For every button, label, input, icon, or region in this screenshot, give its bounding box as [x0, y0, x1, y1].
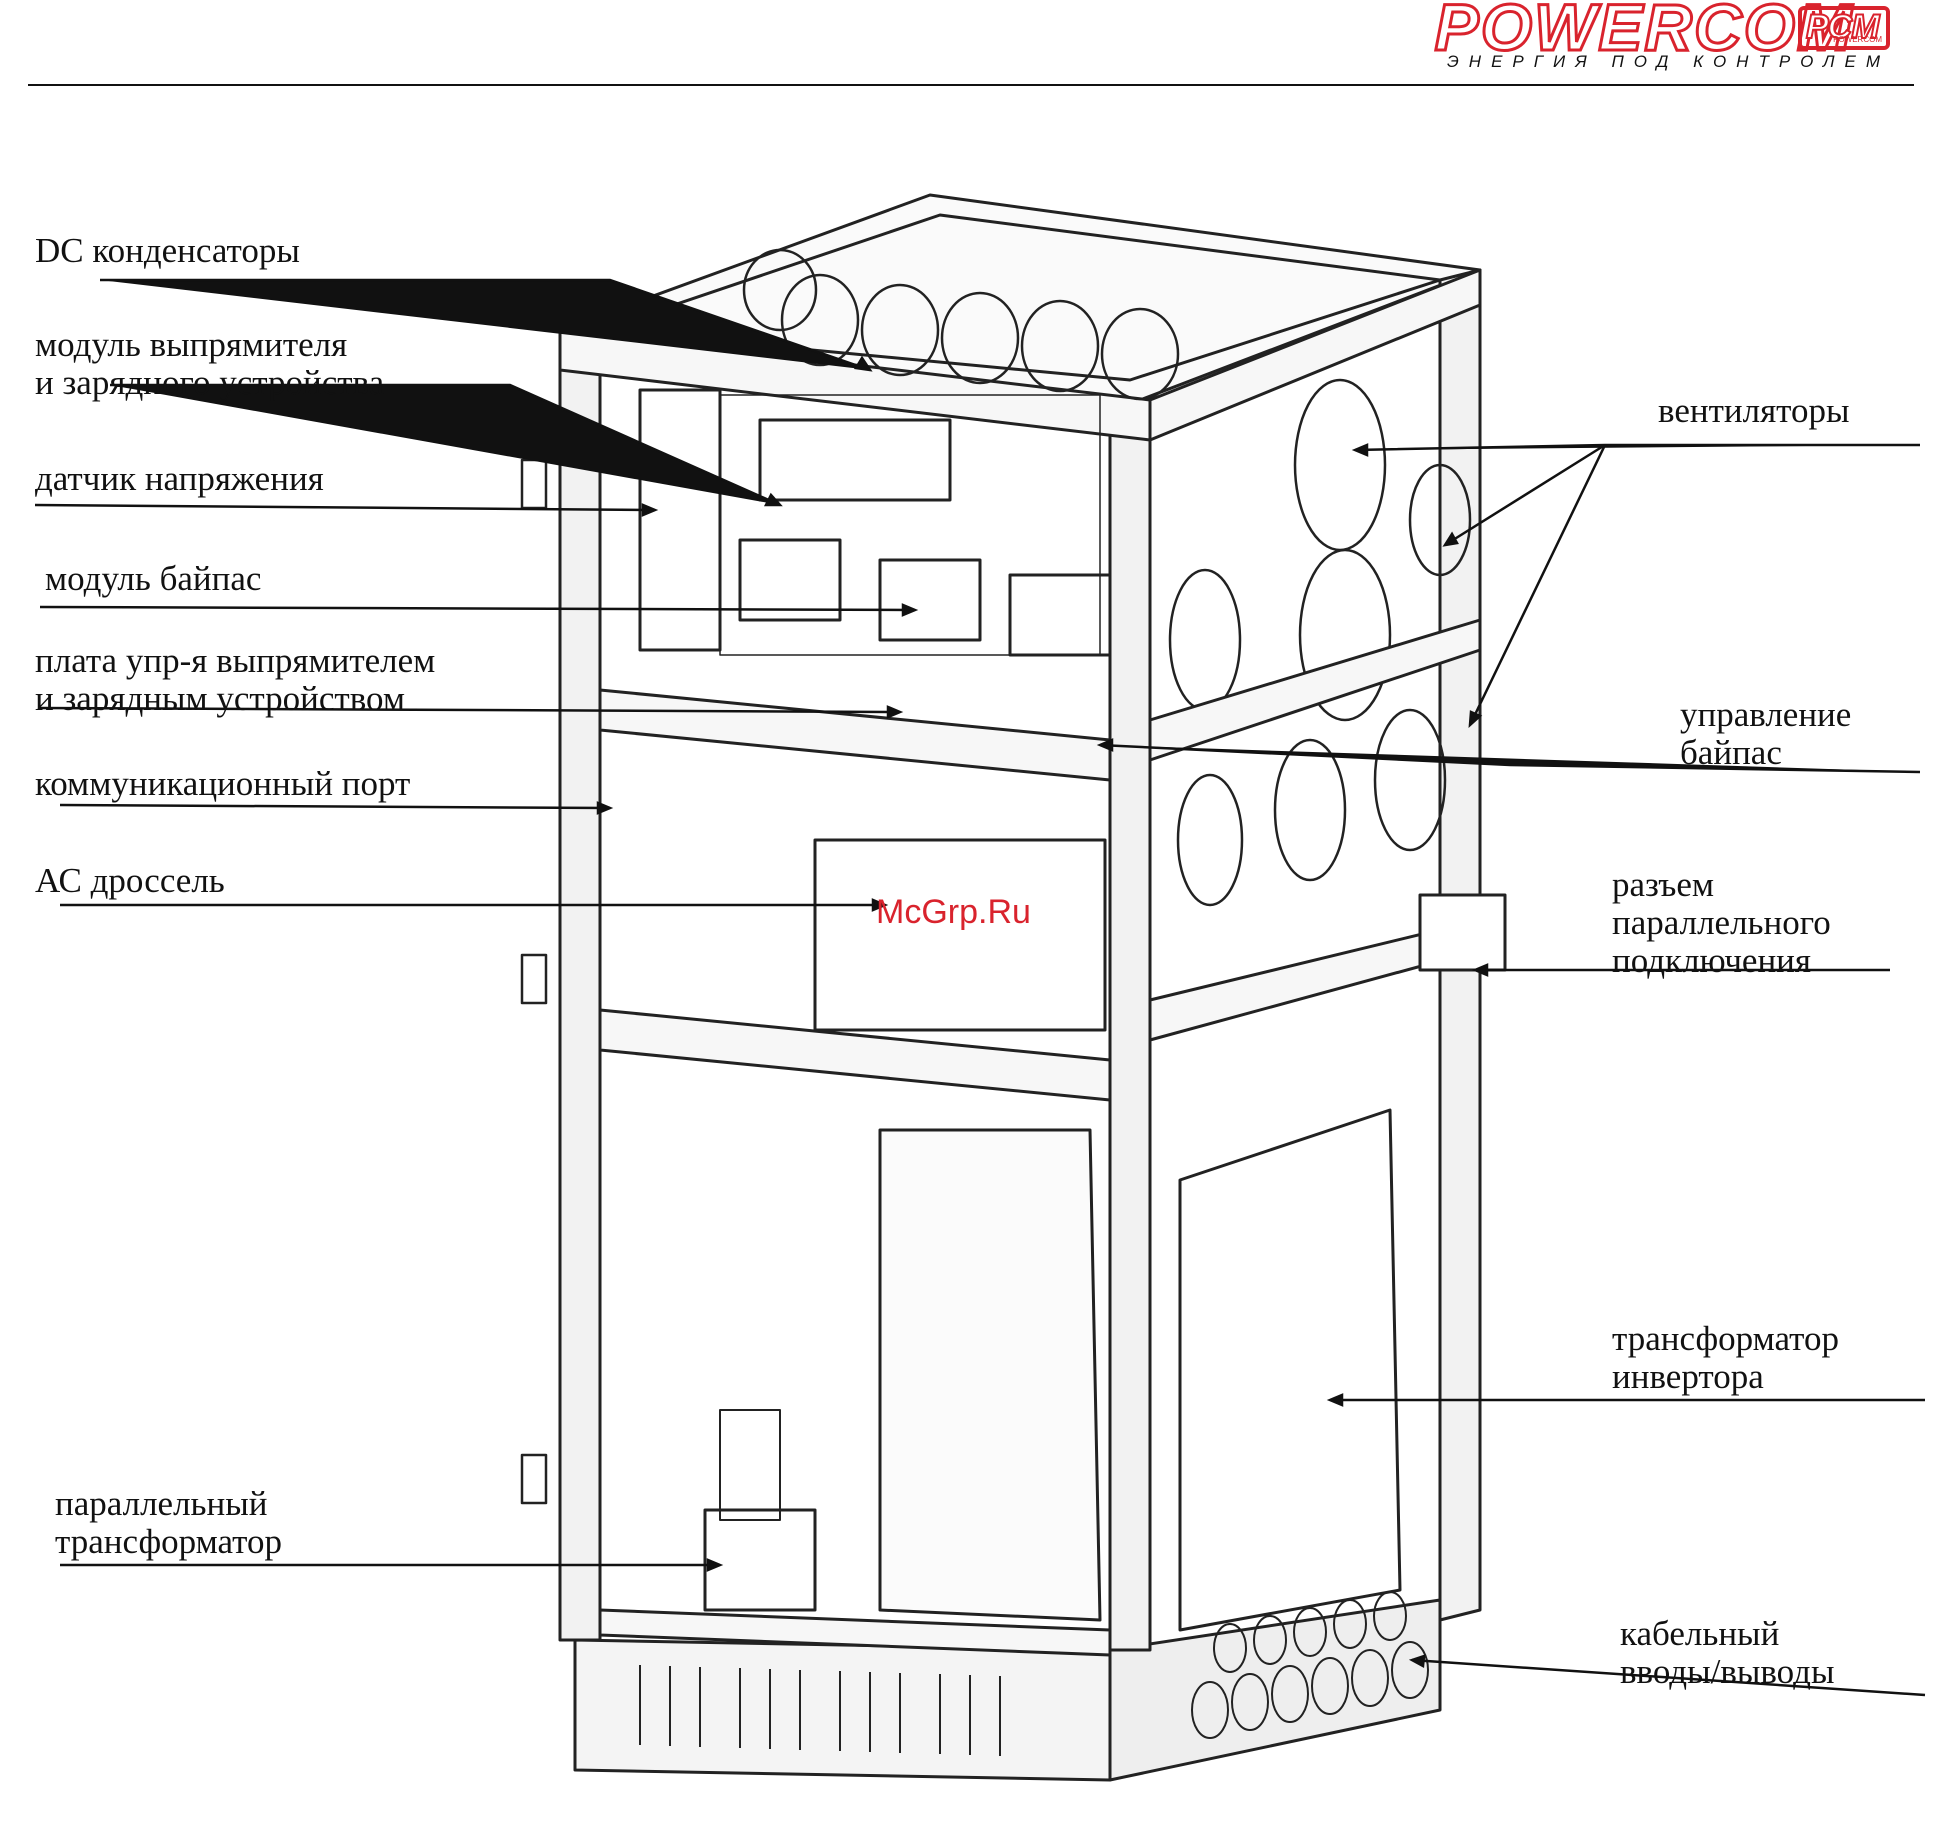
- bypass-contactor-1: [738, 538, 842, 622]
- logo-badge-small: POWERCOM: [1833, 35, 1882, 44]
- logo-badge: PCM POWERCOM: [1798, 6, 1890, 50]
- powercom-logo: POWERCOM PCM POWERCOM ЭНЕРГИЯ ПОД КОНТРО…: [1290, 0, 1890, 78]
- label-bypass-control: управление байпас: [1680, 695, 1852, 772]
- rectifier-module-box: [758, 418, 952, 502]
- bottom-front-rail: [598, 1608, 1112, 1657]
- front-left-post: [558, 328, 602, 1642]
- bypass-contactor-3: [1008, 573, 1112, 657]
- label-control-board: плата упр-я выпрямителем и зарядным устр…: [35, 641, 436, 718]
- leader-lines: [34, 278, 1926, 1697]
- bypass-contactor-2: [878, 558, 982, 642]
- header-rule: [28, 84, 1914, 86]
- dc-capacitor-bank: [742, 248, 1180, 401]
- label-fans: вентиляторы: [1658, 391, 1850, 430]
- inverter-transformer-side: [1178, 1108, 1402, 1632]
- side-fans: [1168, 378, 1472, 907]
- door-hinges: [520, 458, 548, 1505]
- parallel-transformer-box: [703, 1508, 817, 1612]
- base-plinth-side: [1108, 1598, 1442, 1782]
- label-ac-choke: АС дроссель: [35, 861, 225, 900]
- side-rail-upper: [1148, 618, 1482, 762]
- ac-choke-box: [813, 838, 1107, 1032]
- label-cable-io: кабельный вводы/выводы: [1620, 1614, 1835, 1691]
- inverter-transformer-front: [878, 1128, 1102, 1622]
- logo-brand: POWERCOM: [1433, 0, 1854, 64]
- side-top-rail: [1148, 268, 1482, 442]
- logo-tagline: ЭНЕРГИЯ ПОД КОНТРОЛЕМ: [1447, 52, 1890, 71]
- base-vents: [639, 1665, 1001, 1756]
- label-bypass-module: модуль байпас: [45, 559, 262, 598]
- label-parallel-transformer: параллельный трансформатор: [55, 1484, 282, 1561]
- parallel-connector-box: [1418, 893, 1507, 972]
- voltage-sensor-panel: [638, 388, 722, 652]
- label-parallel-connector: разъем параллельного подключения: [1612, 865, 1831, 980]
- label-voltage-sensor: датчик напряжения: [35, 459, 324, 498]
- mesh-panel: [719, 394, 1101, 656]
- upper-shelf: [598, 688, 1112, 782]
- logo-badge-text: PCM: [1805, 7, 1881, 47]
- label-dc-capacitors: DC конденсаторы: [35, 231, 300, 270]
- watermark: McGrp.Ru: [876, 893, 1031, 931]
- label-inverter-transformer: трансформатор инвертора: [1612, 1319, 1839, 1396]
- base-plinth-front: [573, 1638, 1112, 1782]
- label-comm-port: коммуникационный порт: [35, 764, 411, 803]
- middle-shelf: [598, 1008, 1112, 1102]
- front-right-post: [1108, 398, 1152, 1652]
- parallel-transformer-core: [719, 1409, 781, 1521]
- label-rectifier-module: модуль выпрямителя и зарядного устройств…: [35, 325, 385, 402]
